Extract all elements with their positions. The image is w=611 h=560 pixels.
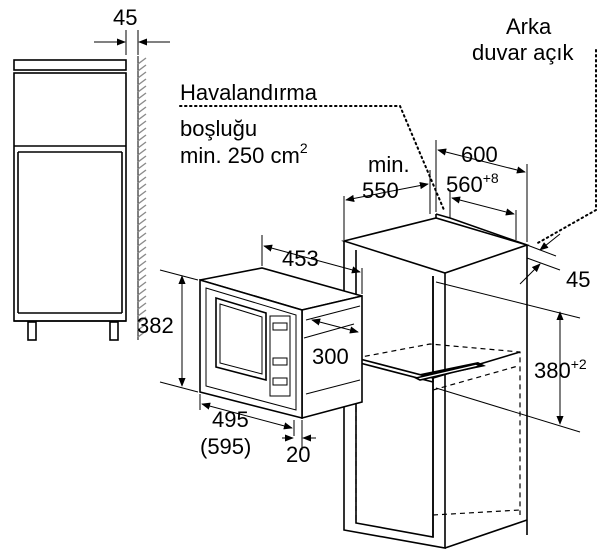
wall-hatch — [137, 56, 147, 340]
hatch-stroke — [137, 316, 147, 324]
niche-380-label: 380+2 — [534, 356, 587, 383]
hatch-stroke — [137, 183, 147, 191]
hatch-stroke — [137, 113, 147, 121]
depth-560-label: 560+8 — [446, 170, 499, 197]
hatch-stroke — [137, 281, 147, 289]
hatch-stroke — [137, 169, 147, 177]
hatch-stroke — [137, 78, 147, 86]
hatch-stroke — [137, 71, 147, 79]
width-595-label: (595) — [200, 434, 251, 459]
hatch-stroke — [137, 204, 147, 212]
dimensions: 453 382 300 495 (595) 20 min. 550 600 — [137, 140, 590, 467]
frame-20-label: 20 — [286, 442, 310, 467]
hatch-stroke — [137, 330, 147, 338]
leaders — [179, 49, 597, 245]
depth-600-label: 600 — [461, 142, 498, 167]
side-gap-label: 45 — [113, 5, 137, 30]
min-550-label: min. 550 — [362, 152, 416, 203]
hatch-stroke — [137, 127, 147, 135]
hatch-stroke — [137, 57, 147, 65]
height-382-label: 382 — [137, 313, 174, 338]
hatch-stroke — [137, 232, 147, 240]
rear-gap-label: 45 — [566, 267, 590, 292]
annotations: Arka duvar açık Havalandırma boşluğu min… — [180, 14, 574, 168]
side-view: 45 — [13, 5, 170, 341]
hatch-stroke — [137, 302, 147, 310]
depth-300-label: 300 — [312, 344, 349, 369]
hatch-stroke — [137, 253, 147, 261]
hatch-stroke — [137, 141, 147, 149]
back-wall-label: Arka duvar açık — [472, 14, 574, 65]
hatch-stroke — [137, 106, 147, 114]
hatch-stroke — [137, 274, 147, 282]
hatch-stroke — [137, 218, 147, 226]
hatch-stroke — [137, 295, 147, 303]
hatch-stroke — [137, 176, 147, 184]
hatch-stroke — [137, 260, 147, 268]
ventilation-label: Havalandırma boşluğu min. 250 cm2 — [180, 80, 323, 168]
hatch-stroke — [137, 197, 147, 205]
hatch-stroke — [137, 148, 147, 156]
hatch-stroke — [137, 309, 147, 317]
hatch-stroke — [137, 211, 147, 219]
hatch-stroke — [137, 225, 147, 233]
hatch-stroke — [137, 99, 147, 107]
hatch-stroke — [137, 85, 147, 93]
hatch-stroke — [137, 134, 147, 142]
hatch-stroke — [137, 239, 147, 247]
hatch-stroke — [137, 267, 147, 275]
microwave — [199, 267, 363, 420]
niche-cabinet — [341, 213, 530, 549]
width-495-label: 495 — [212, 407, 249, 432]
hatch-stroke — [137, 120, 147, 128]
hatch-stroke — [137, 162, 147, 170]
hatch-stroke — [137, 92, 147, 100]
hatch-stroke — [137, 190, 147, 198]
hatch-stroke — [137, 155, 147, 163]
width-453-label: 453 — [282, 246, 319, 271]
hatch-stroke — [137, 246, 147, 254]
hatch-stroke — [137, 64, 147, 72]
cabinet-side — [13, 72, 127, 322]
top-shelf — [13, 59, 127, 71]
hatch-stroke — [137, 288, 147, 296]
hatch-stroke — [137, 323, 147, 331]
